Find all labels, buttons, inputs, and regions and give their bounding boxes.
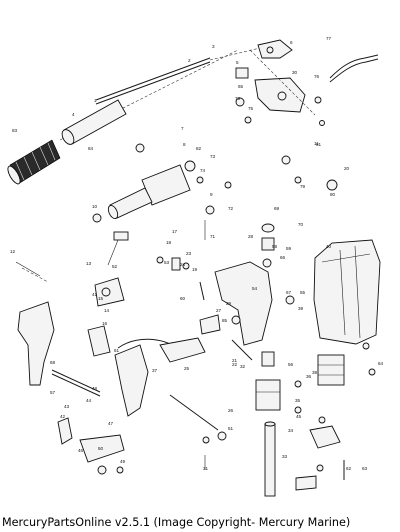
- part-callout: 46: [78, 448, 84, 453]
- part-callout: 37: [152, 368, 158, 373]
- part-callout: 53: [164, 260, 170, 265]
- part-callout: 59: [286, 246, 292, 251]
- part-callout: 56: [288, 362, 294, 367]
- part-callout: 84: [88, 146, 94, 151]
- steering-shaft: [264, 421, 276, 497]
- part-callout: 47: [108, 421, 114, 426]
- part-callout: 19: [192, 267, 198, 272]
- part-callout: 71: [210, 234, 216, 239]
- part-callout: 28: [248, 234, 254, 239]
- part-callout: 72: [228, 206, 234, 211]
- part-callout: 76: [314, 74, 320, 79]
- part-callout: 62: [346, 466, 352, 471]
- swivel-bracket: [214, 223, 295, 411]
- part-callout: 75: [248, 106, 254, 111]
- part-callout: 73: [210, 154, 216, 159]
- part-callout: 34: [288, 428, 294, 433]
- part-callout: 50: [98, 446, 104, 451]
- part-callout: 42: [60, 414, 66, 419]
- part-callout: 8: [183, 142, 186, 147]
- part-callout: 79: [300, 184, 306, 189]
- part-callout: 54: [252, 286, 258, 291]
- part-callout: 35: [295, 398, 301, 403]
- part-callout: 2: [188, 58, 191, 63]
- part-callout: 55: [300, 290, 306, 295]
- part-callout: 36: [306, 374, 312, 379]
- part-callout: 29: [226, 301, 232, 306]
- part-callout: 52: [112, 264, 118, 269]
- friction-cylinder: [92, 143, 338, 240]
- part-callout: 58: [272, 244, 278, 249]
- part-callout: 17: [172, 229, 178, 234]
- part-callouts: 1234567891011121314151617181920212223242…: [10, 36, 384, 471]
- part-callout: 49: [120, 459, 126, 464]
- part-callout: 74: [200, 168, 206, 173]
- part-callout: 23: [186, 251, 192, 256]
- part-callout: 26: [228, 408, 234, 413]
- part-callout: 13: [86, 261, 92, 266]
- part-callout: 80: [330, 192, 336, 197]
- part-callout: 5: [236, 60, 239, 65]
- part-callout: 65: [238, 84, 244, 89]
- part-callout: 11: [314, 141, 319, 146]
- part-callout: 27: [216, 308, 222, 313]
- part-callout: 31: [203, 466, 209, 471]
- part-callout: 78: [235, 96, 241, 101]
- part-callout: 32: [240, 364, 246, 369]
- part-callout: 82: [196, 146, 202, 151]
- drive-shaft-housing: [313, 239, 381, 386]
- part-callout: 30: [292, 70, 298, 75]
- part-callout: 21: [232, 358, 238, 363]
- part-callout: 12: [10, 249, 16, 254]
- part-callout: 1: [94, 98, 97, 103]
- part-callout: 3: [212, 44, 215, 49]
- part-callout: 77: [326, 36, 332, 41]
- part-callout: 9: [210, 192, 213, 197]
- part-callout: 64: [378, 361, 384, 366]
- part-callout: 25: [184, 366, 190, 371]
- part-callout: 85: [222, 318, 228, 323]
- part-callout: 51: [228, 426, 234, 431]
- image-caption: MercuryPartsOnline v2.5.1 (Image Copyrig…: [2, 516, 351, 529]
- part-callout: 66: [280, 255, 286, 260]
- part-callout: 16: [102, 321, 108, 326]
- part-callout: 10: [92, 204, 98, 209]
- part-callout: 40: [326, 244, 332, 249]
- part-callout: 20: [344, 166, 350, 171]
- part-callout: 81: [316, 142, 322, 147]
- part-callout: 15: [98, 296, 104, 301]
- part-callout: 57: [50, 390, 56, 395]
- part-callout: 22: [232, 362, 238, 367]
- part-callout: 43: [64, 404, 70, 409]
- lower-hardware: [294, 342, 376, 491]
- part-callout: 45: [296, 414, 302, 419]
- part-callout: 41: [92, 292, 98, 297]
- part-callout: 39: [298, 306, 304, 311]
- part-callout: 83: [12, 128, 18, 133]
- part-callout: 48: [92, 386, 98, 391]
- part-callout: 7: [181, 126, 184, 131]
- part-callout: 67: [286, 290, 292, 295]
- part-callout: 70: [298, 222, 304, 227]
- tilt-lock-assembly: [156, 256, 253, 470]
- stern-brackets: [15, 231, 181, 475]
- part-callout: 61: [114, 348, 120, 353]
- part-callout: 60: [180, 296, 186, 301]
- part-callout: 44: [86, 398, 92, 403]
- tiller-handle-assembly: [7, 47, 261, 185]
- part-callout: 14: [104, 308, 110, 313]
- part-callout: 69: [274, 206, 280, 211]
- part-callout: 24: [180, 262, 186, 267]
- part-callout: 4: [72, 112, 75, 117]
- part-callout: 6: [290, 40, 293, 45]
- exploded-parts-diagram: 1234567891011121314151617181920212223242…: [7, 36, 384, 497]
- throttle-linkage: [235, 39, 379, 126]
- part-callout: 68: [50, 360, 56, 365]
- part-callout: 63: [362, 466, 368, 471]
- part-callout: 18: [166, 240, 172, 245]
- part-callout: 33: [282, 454, 288, 459]
- part-callout: 38: [312, 370, 318, 375]
